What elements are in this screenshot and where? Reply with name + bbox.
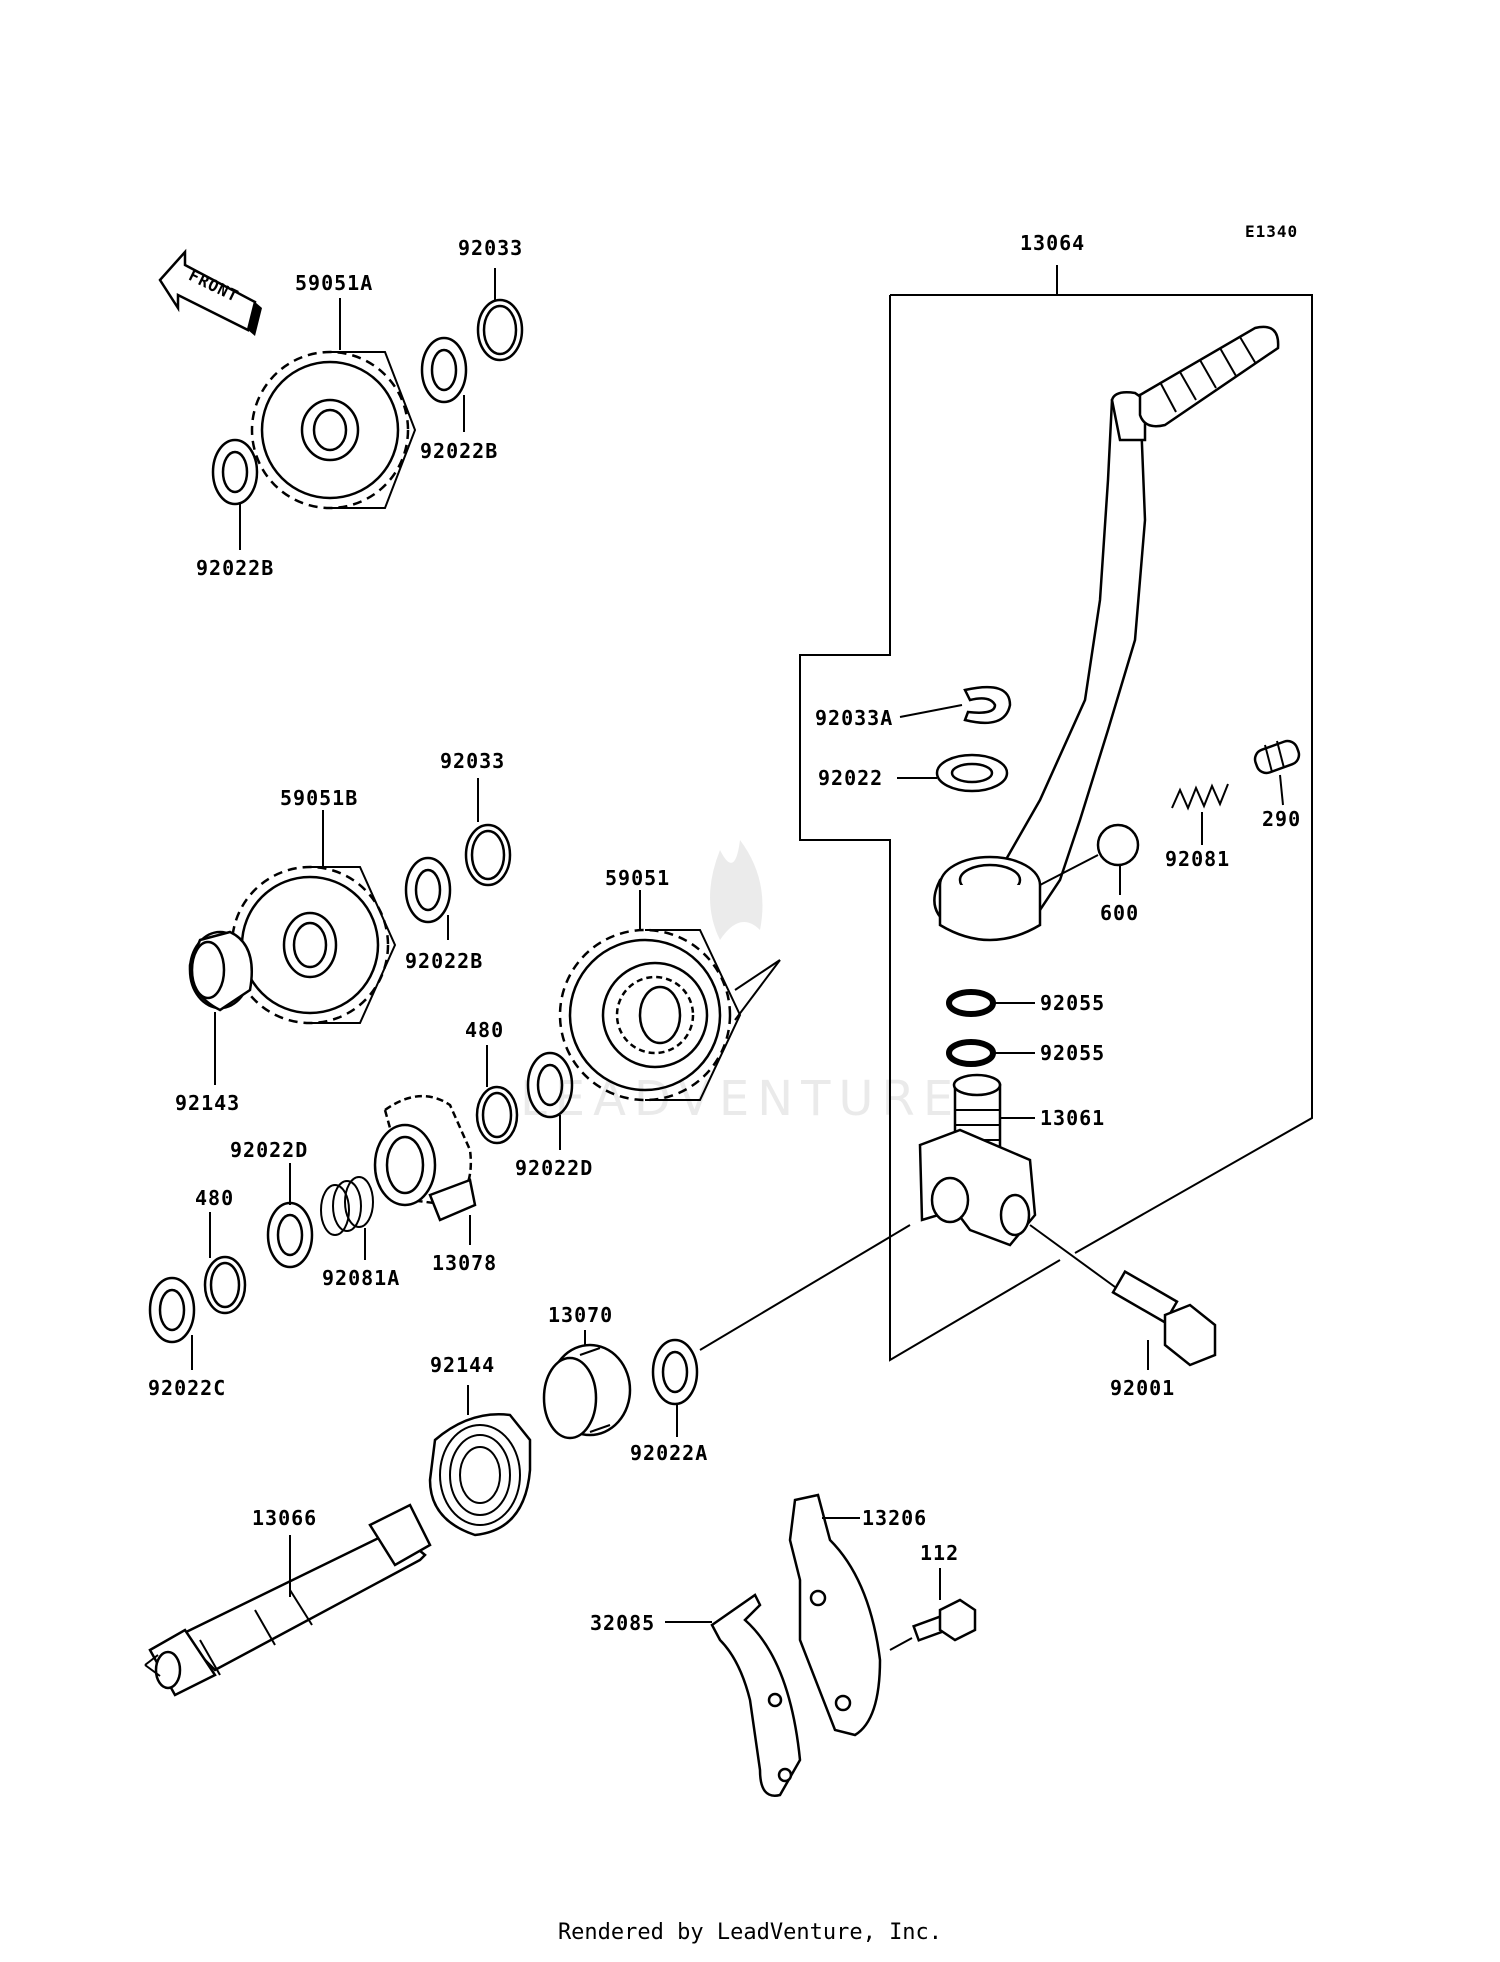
callout-92033-top: 92033 [458,236,523,260]
ratchet-13078 [373,1094,477,1222]
callout-13061: 13061 [1040,1106,1105,1130]
callout-480-a: 480 [465,1018,504,1042]
collar-92143 [188,930,254,1012]
callout-92022C: 92022C [148,1376,226,1400]
callout-92022B-c: 92022B [405,949,483,973]
diagram-code: E1340 [1245,222,1298,241]
callout-92081: 92081 [1165,847,1230,871]
front-arrow-icon: FRONT [158,248,262,336]
gear-59051A [250,350,417,510]
kick-shaft-13066 [144,1503,432,1697]
callout-59051B: 59051B [280,786,358,810]
callout-13078: 13078 [432,1251,497,1275]
callout-92022B-b: 92022B [196,556,274,580]
spring-92081A [320,1176,374,1236]
callout-92022D-b: 92022D [515,1156,593,1180]
callout-92033-mid: 92033 [440,749,505,773]
callout-92022D-a: 92022D [230,1138,308,1162]
o-ring-92055-b [946,1039,996,1067]
circlip-92033A [963,685,1012,725]
o-ring-92055-a [946,989,996,1017]
callout-13066: 13066 [252,1506,317,1530]
callout-92055-a: 92055 [1040,991,1105,1015]
callout-92081A: 92081A [322,1266,400,1290]
callout-59051A: 59051A [295,271,373,295]
callout-480-b: 480 [195,1186,234,1210]
kick-pedal-arm [933,325,1280,942]
spring-92144 [428,1413,532,1537]
assembly-box-outline [890,294,1313,1254]
callout-92022B-a: 92022B [420,439,498,463]
callout-600: 600 [1100,901,1139,925]
callout-92022A: 92022A [630,1441,708,1465]
assembly-box-outline-left [799,295,1061,1362]
callout-112: 112 [920,1541,959,1565]
gear-59051 [558,928,781,1102]
spring-290 [1253,739,1301,775]
kick-shaft-13061 [918,1073,1037,1247]
callout-92022: 92022 [818,766,883,790]
plate-13206 [788,1493,882,1737]
callout-13070: 13070 [548,1303,613,1327]
callout-92001: 92001 [1110,1376,1175,1400]
callout-92143: 92143 [175,1091,240,1115]
callout-59051: 59051 [605,866,670,890]
bolt-92001 [1111,1269,1217,1367]
bolt-112 [912,1598,977,1642]
ball-600 [1096,823,1140,867]
callout-92144: 92144 [430,1353,495,1377]
callout-92055-b: 92055 [1040,1041,1105,1065]
callout-290: 290 [1262,807,1301,831]
footer-credit: Rendered by LeadVenture, Inc. [557,1920,943,1945]
callout-13064: 13064 [1020,231,1085,255]
callout-92033A: 92033A [815,706,893,730]
callout-32085: 32085 [590,1611,655,1635]
svg-text:LEADVENTURE: LEADVENTURE [520,1071,961,1127]
watermark-logo-icon: LEADVENTURE [520,840,961,1127]
guide-13070 [542,1343,632,1440]
gear-59051B [230,865,397,1025]
bracket-32085 [710,1593,802,1797]
callout-13206: 13206 [862,1506,927,1530]
spring-92081 [1171,783,1229,811]
